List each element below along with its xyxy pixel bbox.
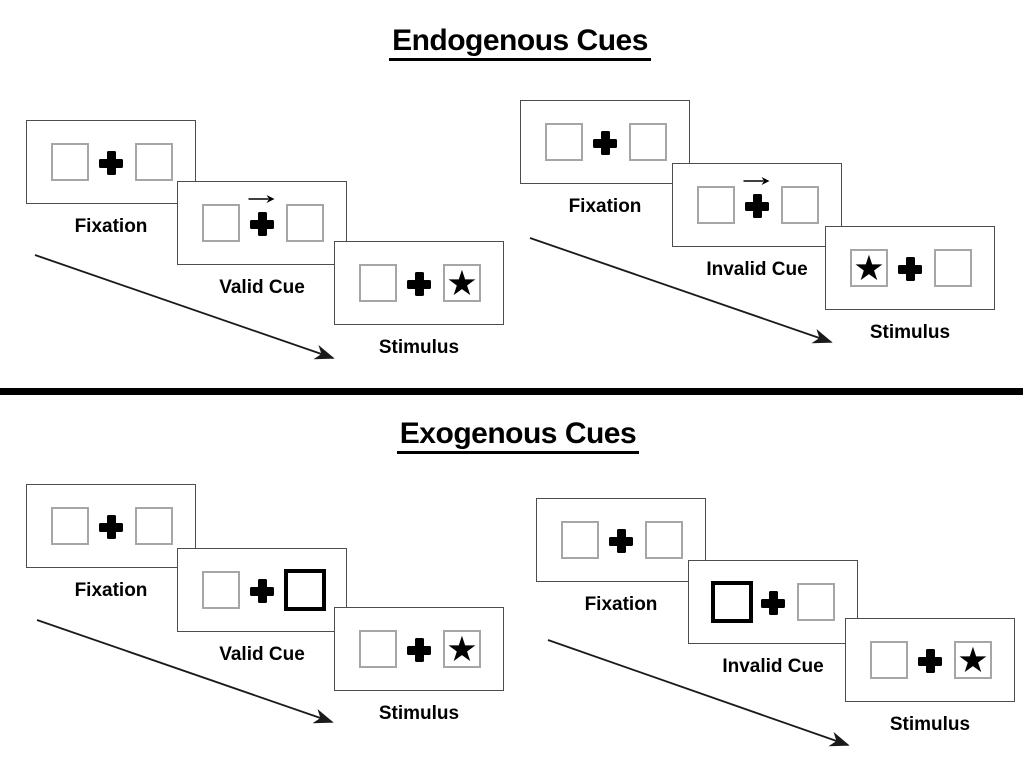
fixation-cross-icon bbox=[407, 272, 431, 296]
timeline-arrow bbox=[529, 237, 833, 344]
left-placeholder-box bbox=[697, 186, 735, 224]
left-placeholder-box bbox=[51, 143, 89, 181]
right-placeholder-box bbox=[797, 583, 835, 621]
panel-label: Fixation bbox=[74, 216, 148, 237]
star-stimulus-icon: ★ bbox=[850, 249, 888, 287]
fixation-panel bbox=[520, 100, 690, 184]
cue-highlighted-box bbox=[284, 569, 326, 611]
panel-label: Stimulus bbox=[378, 703, 460, 724]
fixation-cross-icon bbox=[761, 591, 785, 615]
section-divider-line bbox=[0, 388, 1023, 395]
left-placeholder-box bbox=[359, 630, 397, 668]
right-placeholder-box bbox=[645, 521, 683, 559]
panel-label: Fixation bbox=[584, 594, 658, 615]
fixation-cross-icon bbox=[407, 638, 431, 662]
exogenous-title-text: Exogenous Cues bbox=[396, 417, 640, 454]
fixation-cross-icon bbox=[745, 194, 769, 218]
right-placeholder-box bbox=[934, 249, 972, 287]
timeline-arrow bbox=[36, 619, 334, 724]
timeline-arrow bbox=[34, 254, 335, 360]
panel-label: Fixation bbox=[568, 196, 642, 217]
stimulus-panel: ★ bbox=[334, 607, 504, 691]
stimulus-panel: ★ bbox=[825, 226, 995, 310]
fixation-cross-icon bbox=[609, 529, 633, 553]
valid-cue-panel bbox=[177, 181, 347, 265]
stimulus-panel: ★ bbox=[845, 618, 1015, 702]
endogenous-title-text: Endogenous Cues bbox=[389, 24, 651, 61]
panel-label: Stimulus bbox=[869, 322, 951, 343]
left-placeholder-box bbox=[870, 641, 908, 679]
fixation-cross-icon bbox=[99, 515, 123, 539]
left-placeholder-box bbox=[51, 507, 89, 545]
star-stimulus-icon: ★ bbox=[443, 264, 481, 302]
right-placeholder-box bbox=[135, 507, 173, 545]
invalid-cue-panel bbox=[672, 163, 842, 247]
fixation-panel bbox=[26, 484, 196, 568]
right-placeholder-box bbox=[286, 204, 324, 242]
left-placeholder-box bbox=[359, 264, 397, 302]
star-stimulus-icon: ★ bbox=[443, 630, 481, 668]
right-placeholder-box bbox=[629, 123, 667, 161]
fixation-cross-icon bbox=[99, 151, 123, 175]
panel-label: Stimulus bbox=[378, 337, 460, 358]
panel-label: Valid Cue bbox=[219, 644, 305, 665]
panel-label: Valid Cue bbox=[219, 277, 305, 298]
valid-cue-panel bbox=[177, 548, 347, 632]
left-placeholder-box bbox=[202, 204, 240, 242]
panel-label: Invalid Cue bbox=[722, 656, 824, 677]
panel-label: Stimulus bbox=[889, 714, 971, 735]
left-placeholder-box bbox=[545, 123, 583, 161]
fixation-panel bbox=[536, 498, 706, 582]
fixation-cross-icon bbox=[593, 131, 617, 155]
endogenous-section-title: Endogenous Cues bbox=[20, 24, 1020, 61]
exogenous-section-title: Exogenous Cues bbox=[14, 417, 1022, 454]
fixation-cross-icon bbox=[250, 579, 274, 603]
star-stimulus-icon: ★ bbox=[954, 641, 992, 679]
panel-label: Invalid Cue bbox=[706, 259, 808, 280]
fixation-cross-icon bbox=[250, 212, 274, 236]
left-placeholder-box bbox=[202, 571, 240, 609]
cue-arrow-right-icon bbox=[248, 195, 275, 203]
fixation-cross-icon bbox=[918, 649, 942, 673]
left-placeholder-box bbox=[561, 521, 599, 559]
invalid-cue-panel bbox=[688, 560, 858, 644]
right-placeholder-box bbox=[135, 143, 173, 181]
cue-arrow-right-icon bbox=[743, 177, 770, 185]
stimulus-panel: ★ bbox=[334, 241, 504, 325]
fixation-panel bbox=[26, 120, 196, 204]
panel-label: Fixation bbox=[74, 580, 148, 601]
right-placeholder-box bbox=[781, 186, 819, 224]
cue-highlighted-box bbox=[711, 581, 753, 623]
fixation-cross-icon bbox=[898, 257, 922, 281]
timeline-arrow bbox=[547, 639, 850, 747]
